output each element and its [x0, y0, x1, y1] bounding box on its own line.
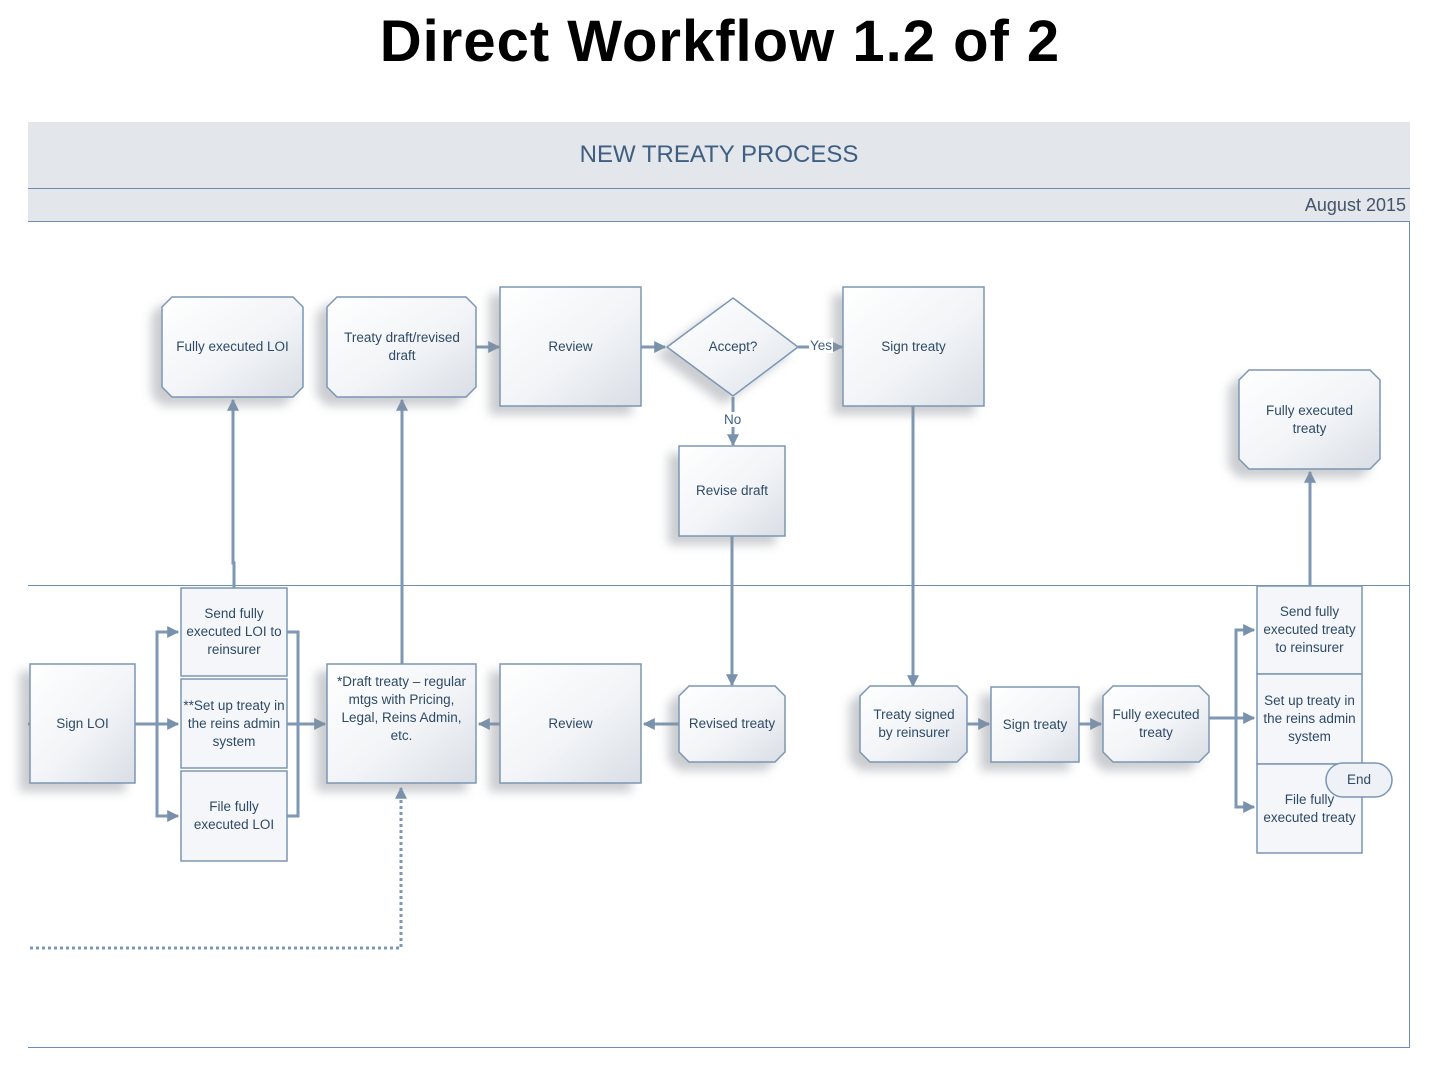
node-draft-treaty [326, 663, 477, 784]
label-file-treaty: File fully executed treaty [1263, 792, 1356, 825]
node-review-top [499, 286, 642, 407]
connector-lines [28, 341, 1316, 822]
node-fully-executed-treaty-top [1238, 369, 1381, 470]
label-sign-treaty-top: Sign treaty [881, 338, 946, 354]
node-file-treaty [1256, 763, 1363, 854]
label-revised-treaty: Revised treaty [688, 716, 776, 731]
connector-send-loi-to-fully-executed-loi [227, 398, 239, 588]
label-sign-loi: Sign LOI [56, 715, 109, 731]
node-accept-diamond [665, 297, 800, 397]
label-review-bottom: Review [548, 715, 593, 731]
node-review-bottom [499, 663, 642, 784]
node-send-treaty [1256, 585, 1363, 675]
connector-sign-loi-to-file [155, 724, 180, 822]
label-treaty-draft: Treaty draft/revised draft [344, 330, 460, 363]
label-end: End [1346, 772, 1372, 787]
connector-sign-loi-to-send [155, 626, 180, 724]
node-revised-treaty [678, 685, 786, 763]
label-revise-draft: Revise draft [695, 483, 769, 498]
process-title: NEW TREATY PROCESS [579, 141, 859, 168]
label-sign-treaty-bottom: Sign treaty [1002, 716, 1068, 732]
connector-fe-to-file [1234, 718, 1256, 813]
node-setup-treaty-left [180, 678, 288, 769]
node-fully-executed-treaty-bottom [1102, 685, 1210, 763]
node-treaty-draft [326, 296, 477, 398]
node-sign-treaty-top [842, 286, 985, 407]
node-sign-treaty-bottom [990, 686, 1080, 763]
label-fully-executed-treaty-bottom: Fully executed treaty [1112, 707, 1200, 740]
label-send-treaty: Send fully executed treaty to reinsurer [1263, 604, 1356, 655]
process-title-band: NEW TREATY PROCESS [28, 122, 1410, 189]
label-setup-treaty-right: Set up treaty in the reins admin system [1263, 693, 1356, 744]
edge-label-no: No [723, 412, 743, 427]
label-draft-treaty: *Draft treaty – regular mtgs with Pricin… [336, 674, 467, 743]
connector-fe-to-send [1234, 624, 1256, 718]
node-setup-treaty-right [1256, 673, 1363, 765]
label-fully-executed-treaty-top: Fully executed treaty [1265, 402, 1354, 436]
label-send-loi: Send fully executed LOI to reinsurer [186, 606, 282, 657]
date-band: August 2015 [28, 189, 1410, 222]
node-send-loi [180, 587, 288, 677]
node-revise-draft [678, 445, 786, 537]
node-file-loi [180, 770, 288, 862]
label-setup-treaty-left: **Set up treaty in the reins admin syste… [183, 697, 285, 749]
label-accept: Accept? [708, 339, 758, 354]
node-end [1325, 762, 1393, 798]
edge-label-yes: Yes [809, 338, 834, 353]
label-treaty-signed-reinsurer: Treaty signed by reinsurer [873, 707, 955, 740]
node-sign-loi [29, 663, 136, 784]
process-date: August 2015 [1304, 195, 1406, 215]
node-treaty-signed-by-reinsurer [859, 685, 968, 763]
label-file-loi: File fully executed LOI [193, 799, 275, 832]
swimlane-divider [28, 585, 1410, 586]
label-fully-executed-loi: Fully executed LOI [176, 339, 289, 354]
page-title: Direct Workflow 1.2 of 2 [379, 9, 1061, 74]
label-review-top: Review [548, 338, 593, 354]
node-fully-executed-loi [161, 296, 304, 398]
